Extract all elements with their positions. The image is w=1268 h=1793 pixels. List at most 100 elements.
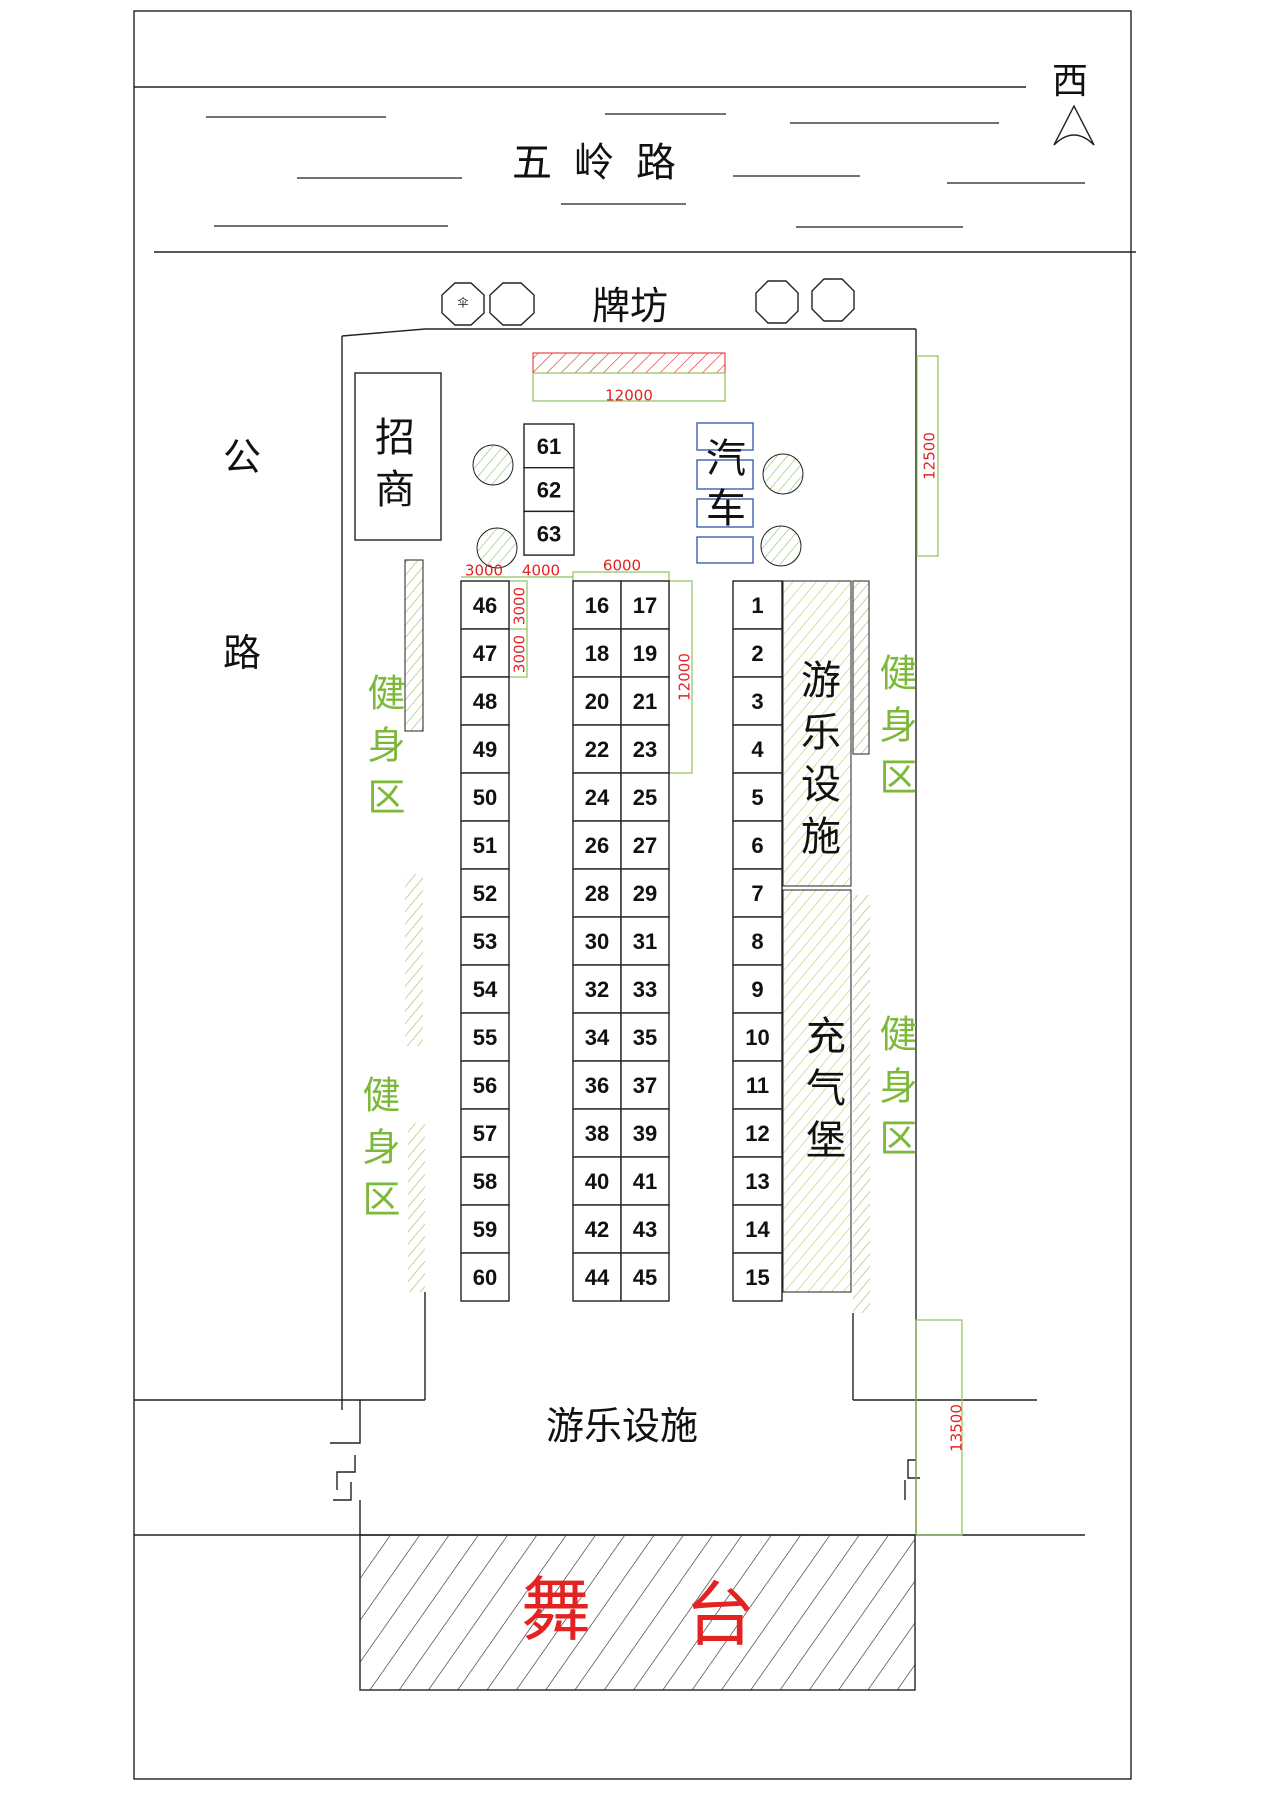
stall-box (460, 1108, 510, 1158)
stall-box (620, 724, 670, 774)
outer-border (133, 10, 1132, 1780)
stall-box (572, 1252, 622, 1302)
stall-25: 25 (620, 772, 670, 822)
fitness-strip (408, 1123, 425, 1292)
road-name-left-1: 公 (222, 435, 262, 479)
stall-box (732, 772, 783, 822)
stall-number: 33 (633, 977, 657, 1002)
stall-47: 47 (460, 628, 510, 678)
stall-57: 57 (460, 1108, 510, 1158)
stall-number: 1 (751, 593, 763, 618)
stall-number: 26 (585, 833, 609, 858)
stall-box (460, 772, 510, 822)
stall-23: 23 (620, 724, 670, 774)
stall-box (732, 1060, 783, 1110)
stall-number: 59 (473, 1217, 497, 1242)
stall-number: 6 (751, 833, 763, 858)
stall-box (572, 820, 622, 870)
stall-box (572, 1060, 622, 1110)
stall-box (620, 628, 670, 678)
stall-box (620, 676, 670, 726)
stall-box (620, 868, 670, 918)
stall-box (732, 1204, 783, 1254)
stall-box (620, 1012, 670, 1062)
fitness-strip (852, 580, 870, 755)
stall-number: 63 (537, 521, 561, 546)
stall-9: 9 (732, 964, 783, 1014)
stall-number: 55 (473, 1025, 497, 1050)
tree-icon (472, 444, 514, 486)
stall-number: 20 (585, 689, 609, 714)
stall-box (460, 1012, 510, 1062)
road-name-top: 五岭路 (512, 140, 698, 186)
stall-number: 23 (633, 737, 657, 762)
stall-54: 54 (460, 964, 510, 1014)
stall-45: 45 (620, 1252, 670, 1302)
stall-box (620, 1204, 670, 1254)
stall-number: 10 (745, 1025, 769, 1050)
stall-box (572, 1012, 622, 1062)
stall-44: 44 (572, 1252, 622, 1302)
compass-label: 西 (1051, 61, 1089, 102)
stall-number: 13 (745, 1169, 769, 1194)
stall-number: 46 (473, 593, 497, 618)
stall-box (460, 964, 510, 1014)
left-gate (330, 1400, 361, 1535)
stall-55: 55 (460, 1012, 510, 1062)
merchant-label: 招商 (368, 416, 414, 520)
stall-39: 39 (620, 1108, 670, 1158)
stall-50: 50 (460, 772, 510, 822)
stall-63: 63 (523, 510, 575, 556)
stall-number: 7 (751, 881, 763, 906)
dim-col-c: 6000 (602, 556, 642, 575)
stall-13: 13 (732, 1156, 783, 1206)
rides-bottom-label: 游乐设施 (545, 1404, 699, 1448)
stall-number: 17 (633, 593, 657, 618)
stall-51: 51 (460, 820, 510, 870)
stall-box (732, 1012, 783, 1062)
stall-52: 52 (460, 868, 510, 918)
stall-18: 18 (572, 628, 622, 678)
stall-number: 36 (585, 1073, 609, 1098)
stall-number: 32 (585, 977, 609, 1002)
bouncy-castle-area (782, 889, 852, 1293)
stall-58: 58 (460, 1156, 510, 1206)
stall-42: 42 (572, 1204, 622, 1254)
dim-top-bar: 12000 (605, 386, 653, 405)
stall-3: 3 (732, 676, 783, 726)
stall-box (572, 772, 622, 822)
stall-number: 9 (751, 977, 763, 1002)
stall-number: 34 (585, 1025, 610, 1050)
dim-cell-2: 3000 (510, 634, 529, 674)
rides-label: 游乐设施 (794, 659, 840, 867)
stall-43: 43 (620, 1204, 670, 1254)
stall-number: 16 (585, 593, 609, 618)
stall-number: 58 (473, 1169, 497, 1194)
tree-icon (476, 527, 518, 569)
stall-32: 32 (572, 964, 622, 1014)
stall-number: 21 (633, 689, 657, 714)
stall-8: 8 (732, 916, 783, 966)
stall-40: 40 (572, 1156, 622, 1206)
stall-number: 28 (585, 881, 609, 906)
stall-number: 2 (751, 641, 763, 666)
stall-number: 42 (585, 1217, 609, 1242)
stall-number: 38 (585, 1121, 609, 1146)
stall-number: 37 (633, 1073, 657, 1098)
stall-box (572, 916, 622, 966)
stall-36: 36 (572, 1060, 622, 1110)
stall-21: 21 (620, 676, 670, 726)
stall-34: 34 (572, 1012, 622, 1062)
stall-box (460, 1252, 510, 1302)
stall-number: 52 (473, 881, 497, 906)
dim-cell-1: 3000 (510, 586, 529, 626)
stall-number: 24 (585, 785, 610, 810)
dim-col-a: 3000 (464, 561, 504, 580)
stall-5: 5 (732, 772, 783, 822)
stall-number: 40 (585, 1169, 609, 1194)
stall-number: 27 (633, 833, 657, 858)
car-label: 汽车 (699, 437, 745, 537)
stall-4: 4 (732, 724, 783, 774)
